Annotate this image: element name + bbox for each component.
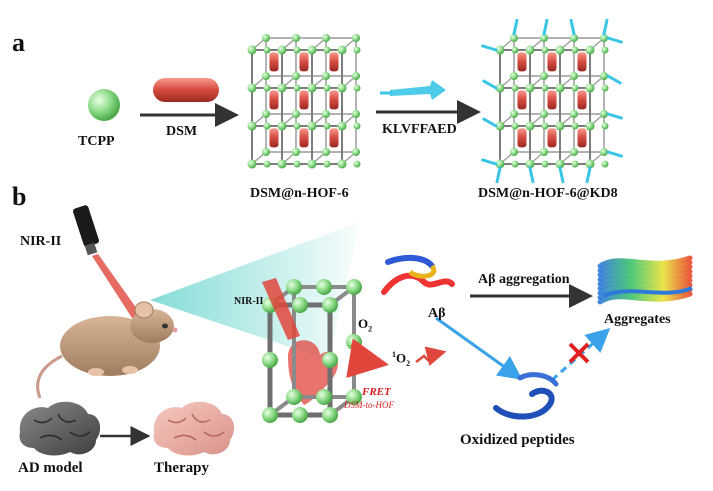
laser-beam [92,254,142,318]
oxidized-peptide-icon [493,372,559,420]
singlet-oxygen-label: 1O2 [392,350,411,368]
fret-detail-label: DSM-to-HOF [344,400,394,410]
ad-model-label: AD model [18,460,83,476]
nir-beam-label: NIR-II [234,296,264,307]
hof-lattice-icon [247,34,361,169]
dsm-rod-icon [153,78,219,102]
abeta-aggregation-label: Aβ aggregation [478,272,570,287]
tcpp-label: TCPP [78,134,115,149]
nir-beam-cube [262,278,300,340]
therapy-label: Therapy [154,460,210,476]
arrow-abeta-to-oxidized [435,316,523,380]
dsm-label: DSM [166,124,198,139]
oxidized-peptides-label: Oxidized peptides [460,432,575,448]
fret-label: FRET [362,386,391,398]
o2-label: O2 [358,316,373,334]
brain-ad-icon [19,401,101,456]
aggregates-label: Aggregates [604,312,671,327]
peptide-icon [380,80,446,100]
dsm-hof-kd8-label: DSM@n-HOF-6@KD8 [478,186,618,201]
abeta-label: Aβ [428,306,446,321]
peptide-label: KLVFFAED [382,122,457,137]
hof-kd8-lattice-icon [481,18,623,184]
mouse-icon [36,301,178,399]
arrow-o2-to-singlet [346,338,389,378]
magnification-cone [150,222,360,360]
laser-device-icon [72,205,100,256]
panel-label-a: a [12,28,25,57]
panel-label-b: b [12,182,27,211]
tcpp-sphere-icon [88,89,120,121]
abeta-peptide-icon [381,254,455,295]
brain-healthy-icon [153,401,235,456]
nir-device-label: NIR-II [20,234,62,249]
blocked-cross-icon [568,342,590,364]
aggregates-fibril-icon [597,255,693,305]
singlet-oxygen-zigzag [415,346,447,366]
dsm-hof-label: DSM@n-HOF-6 [250,186,349,201]
